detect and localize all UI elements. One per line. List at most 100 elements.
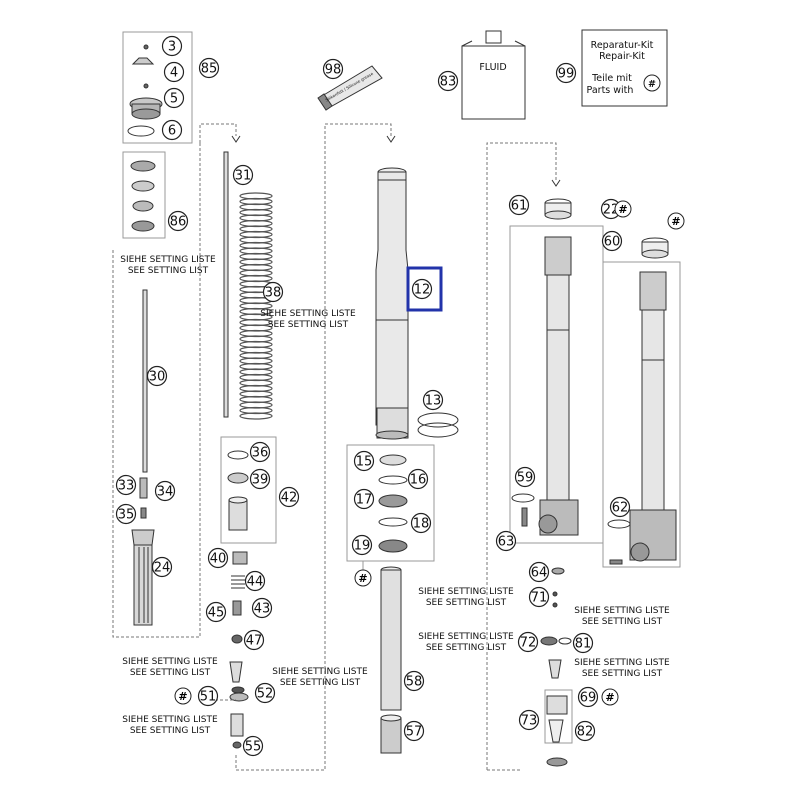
setting-en: SEE SETTING LIST: [280, 678, 361, 688]
callout-36: 36: [249, 441, 271, 463]
callout-63: 63: [495, 530, 517, 552]
setting-en: SEE SETTING LIST: [128, 266, 209, 276]
callout-label: 58: [406, 675, 423, 690]
kit-line3: Teile mit: [591, 73, 632, 84]
hash-symbol: #: [671, 215, 680, 228]
setting-de: SIEHE SETTING LISTE: [120, 255, 216, 265]
callout-82: 82: [574, 720, 596, 742]
callout-label: 33: [118, 479, 135, 494]
dash-guide-left: [112, 143, 201, 638]
callout-label: 35: [118, 508, 135, 523]
callout-62: 62: [609, 496, 631, 518]
callout-label: 81: [575, 637, 592, 652]
callout-label: 55: [245, 740, 262, 755]
setting-de: SIEHE SETTING LISTE: [122, 715, 218, 725]
callout-51: 51: [197, 685, 219, 707]
callout-label: 19: [354, 539, 371, 554]
callout-label: 63: [498, 535, 515, 550]
callout-31: 31: [232, 164, 254, 186]
setting-de: SIEHE SETTING LISTE: [260, 309, 356, 319]
callout-label: 42: [281, 491, 298, 506]
kit-hash-circle: [643, 74, 661, 92]
setting-en: SEE SETTING LIST: [426, 598, 507, 608]
callout-57: 57: [403, 720, 425, 742]
callout-label: 38: [265, 286, 282, 301]
setting-en: SEE SETTING LIST: [582, 617, 663, 627]
repair-kit-box: [581, 29, 668, 107]
callout-label: 6: [168, 124, 176, 139]
callout-label: 60: [604, 235, 621, 250]
callout-label: 85: [201, 62, 218, 77]
callout-40: 40: [207, 547, 229, 569]
callout-label: 13: [425, 394, 442, 409]
part-preload-tube: [223, 151, 229, 418]
part-fork-leg-61: [538, 236, 579, 536]
part-fork-spring: [239, 192, 273, 420]
callout-label: 47: [246, 634, 263, 649]
callout-86: 86: [167, 210, 189, 232]
callout-33: 33: [115, 474, 137, 496]
highlight-box: [406, 266, 443, 312]
part-top-nut-parts: [127, 44, 163, 137]
part-outer-tube: [375, 167, 409, 440]
callout-58: 58: [403, 670, 425, 692]
callout-label: 83: [440, 75, 457, 90]
callout-label: 30: [149, 370, 166, 385]
callout-69: 69: [577, 686, 599, 708]
callout-highlighted: 12: [411, 278, 433, 300]
hash-marker: #: [354, 569, 372, 587]
callout-label: 99: [558, 67, 575, 82]
callout-label: 39: [252, 473, 269, 488]
callout-73: 73: [518, 709, 540, 731]
callout-71: 71: [528, 586, 550, 608]
callout-label: 61: [511, 199, 528, 214]
callout-16: 16: [407, 468, 429, 490]
kit-box-69: [544, 689, 573, 744]
fluid-label: FLUID: [479, 62, 506, 73]
callout-label: 64: [531, 566, 548, 581]
callout-label: 5: [170, 92, 178, 107]
callout-44: 44: [244, 570, 266, 592]
callout-label: 31: [235, 169, 252, 184]
callout-98: 98: [322, 58, 344, 80]
kit-box-85: [122, 31, 193, 144]
callout-18: 18: [410, 512, 432, 534]
callout-35: 35: [115, 503, 137, 525]
hash-marker: #: [667, 212, 685, 230]
callout-label: 71: [531, 591, 548, 606]
part-orings-59: [511, 493, 631, 565]
kit-line2: Repair-Kit: [599, 51, 645, 62]
kit-box-seals: [346, 444, 435, 562]
callout-47: 47: [243, 629, 265, 651]
part-grease-tube: [317, 65, 383, 111]
dash-guide-center: [235, 123, 392, 771]
callout-43: 43: [251, 597, 273, 619]
hash-symbol: #: [618, 203, 627, 216]
callout-label: 51: [200, 690, 217, 705]
kit-hash-symbol: #: [648, 79, 656, 90]
callout-label: 12: [414, 283, 431, 298]
callout-72: 72: [517, 631, 539, 653]
callout-85: 85: [198, 57, 220, 79]
callout-60: 60: [601, 230, 623, 252]
setting-de: SIEHE SETTING LISTE: [272, 667, 368, 677]
callout-5: 5: [163, 87, 185, 109]
setting-de: SIEHE SETTING LISTE: [122, 657, 218, 667]
callout-label: 69: [580, 691, 597, 706]
callout-label: 72: [520, 636, 537, 651]
hash-marker: #: [601, 688, 619, 706]
callout-99: 99: [555, 62, 577, 84]
setting-en: SEE SETTING LIST: [582, 669, 663, 679]
part-fluid-bottle: [461, 30, 526, 120]
callout-label: 62: [612, 501, 629, 516]
part-damper-rod: [142, 289, 148, 473]
part-fork-leg-60: [629, 271, 677, 562]
